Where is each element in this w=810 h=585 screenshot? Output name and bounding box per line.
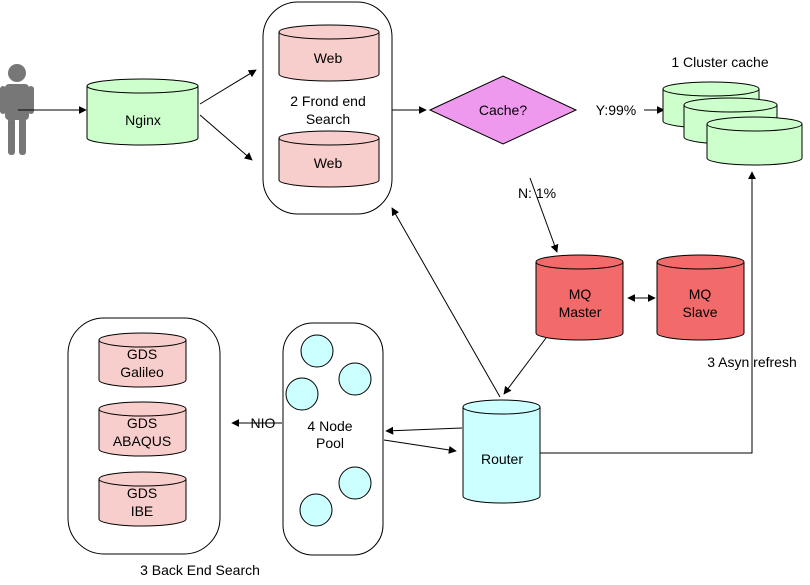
edge-mq-router (503, 337, 547, 395)
edge-cache-miss (529, 177, 559, 253)
edge-async-refresh (540, 171, 756, 454)
router-cylinder (462, 399, 541, 504)
backend-label: 3 Back End Search (140, 562, 260, 578)
mq-slave-label-line2: Slave (682, 304, 717, 320)
mq-master-cylinder (535, 254, 624, 341)
edge-router-frontend (391, 207, 501, 398)
web1-cylinder (278, 24, 380, 82)
node-pool-label-line1: 4 Node (307, 418, 352, 434)
mq-slave-cylinder (656, 254, 745, 341)
web1-label: Web (314, 50, 343, 66)
router-label: Router (481, 451, 523, 467)
edge-nginx-web1 (199, 69, 257, 105)
pool-node (338, 466, 372, 500)
edge-nginx-web2 (199, 114, 253, 161)
nio-label: NIO (251, 415, 276, 431)
gds3-label-line2: IBE (131, 503, 154, 519)
gds1-label-line1: GDS (127, 346, 157, 362)
pool-node (338, 362, 372, 396)
gds2-label-line2: ABAQUS (113, 433, 171, 449)
pool-node (299, 493, 333, 527)
mq-master-label-line1: MQ (569, 286, 592, 302)
nginx-cylinder (86, 78, 199, 146)
mq-slave-label-line1: MQ (689, 286, 712, 302)
frontend-label-line2: Search (306, 111, 350, 127)
web2-label: Web (314, 155, 343, 171)
gds-galileo-cylinder (98, 332, 187, 388)
gds2-label-line1: GDS (127, 415, 157, 431)
gds3-label-line1: GDS (127, 485, 157, 501)
person-icon (0, 64, 34, 155)
gds-ibe-cylinder (98, 471, 187, 527)
gds-abaqus-cylinder (98, 401, 187, 457)
node-pool-label-line2: Pool (316, 435, 344, 451)
pool-nodes (285, 334, 372, 527)
cluster-cache-label: 1 Cluster cache (671, 54, 768, 70)
cluster-cache-cylinder (706, 116, 803, 166)
cache-decision-node (428, 75, 578, 145)
cache-decision-label: Cache? (479, 102, 527, 118)
edge-router-pool (385, 426, 463, 435)
async-refresh-label: 3 Asyn refresh (707, 354, 797, 370)
edge-pool-router (383, 439, 457, 454)
pool-node (285, 377, 319, 411)
pool-node (300, 334, 334, 368)
edges (18, 69, 756, 454)
hit-rate-label: Y:99% (596, 102, 636, 118)
gds1-label-line2: Galileo (120, 364, 164, 380)
nginx-label: Nginx (125, 112, 161, 128)
mq-master-label-line2: Master (559, 304, 602, 320)
frontend-label-line1: 2 Frond end (290, 93, 366, 109)
miss-rate-label: N: 1% (518, 185, 556, 201)
web2-cylinder (278, 130, 380, 188)
